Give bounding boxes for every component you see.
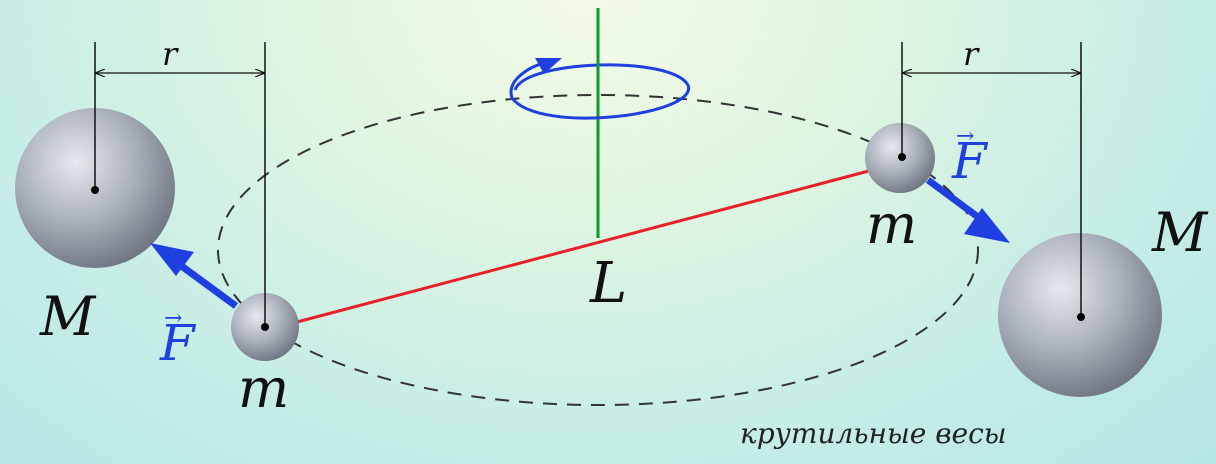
vector-arrow-right: →	[956, 124, 975, 149]
beam-length-label: L	[590, 251, 628, 316]
force-arrow-right	[925, 177, 985, 223]
force-label-left-text: F	[160, 314, 195, 372]
force-arrowhead-left	[150, 243, 194, 276]
mass-label-large-right: M	[1152, 201, 1208, 264]
mass-label-small-right: m	[866, 193, 918, 256]
vector-arrow-left: →	[164, 306, 183, 331]
distance-label-right: r	[963, 35, 979, 73]
force-label-right: → F	[952, 126, 987, 187]
mass-label-large-left: M	[40, 285, 96, 348]
distance-label-left: r	[162, 35, 178, 73]
center-dot-large-right	[1077, 313, 1085, 321]
caption: крутильные весы	[740, 417, 1007, 450]
force-arrow-left	[173, 259, 239, 309]
center-dot-large-left	[91, 186, 99, 194]
mass-label-small-left: m	[238, 357, 290, 420]
rotation-arrowhead	[535, 58, 562, 74]
beam-rod	[296, 166, 881, 324]
force-label-right-text: F	[952, 132, 987, 190]
rotation-arc-back	[513, 63, 690, 91]
orbit-ellipse	[217, 94, 979, 406]
rotation-arc-front	[509, 60, 690, 120]
center-dot-small-left	[261, 323, 269, 331]
force-label-left: → F	[160, 308, 195, 369]
center-dot-small-right	[898, 153, 906, 161]
force-arrowhead-right	[964, 208, 1010, 243]
